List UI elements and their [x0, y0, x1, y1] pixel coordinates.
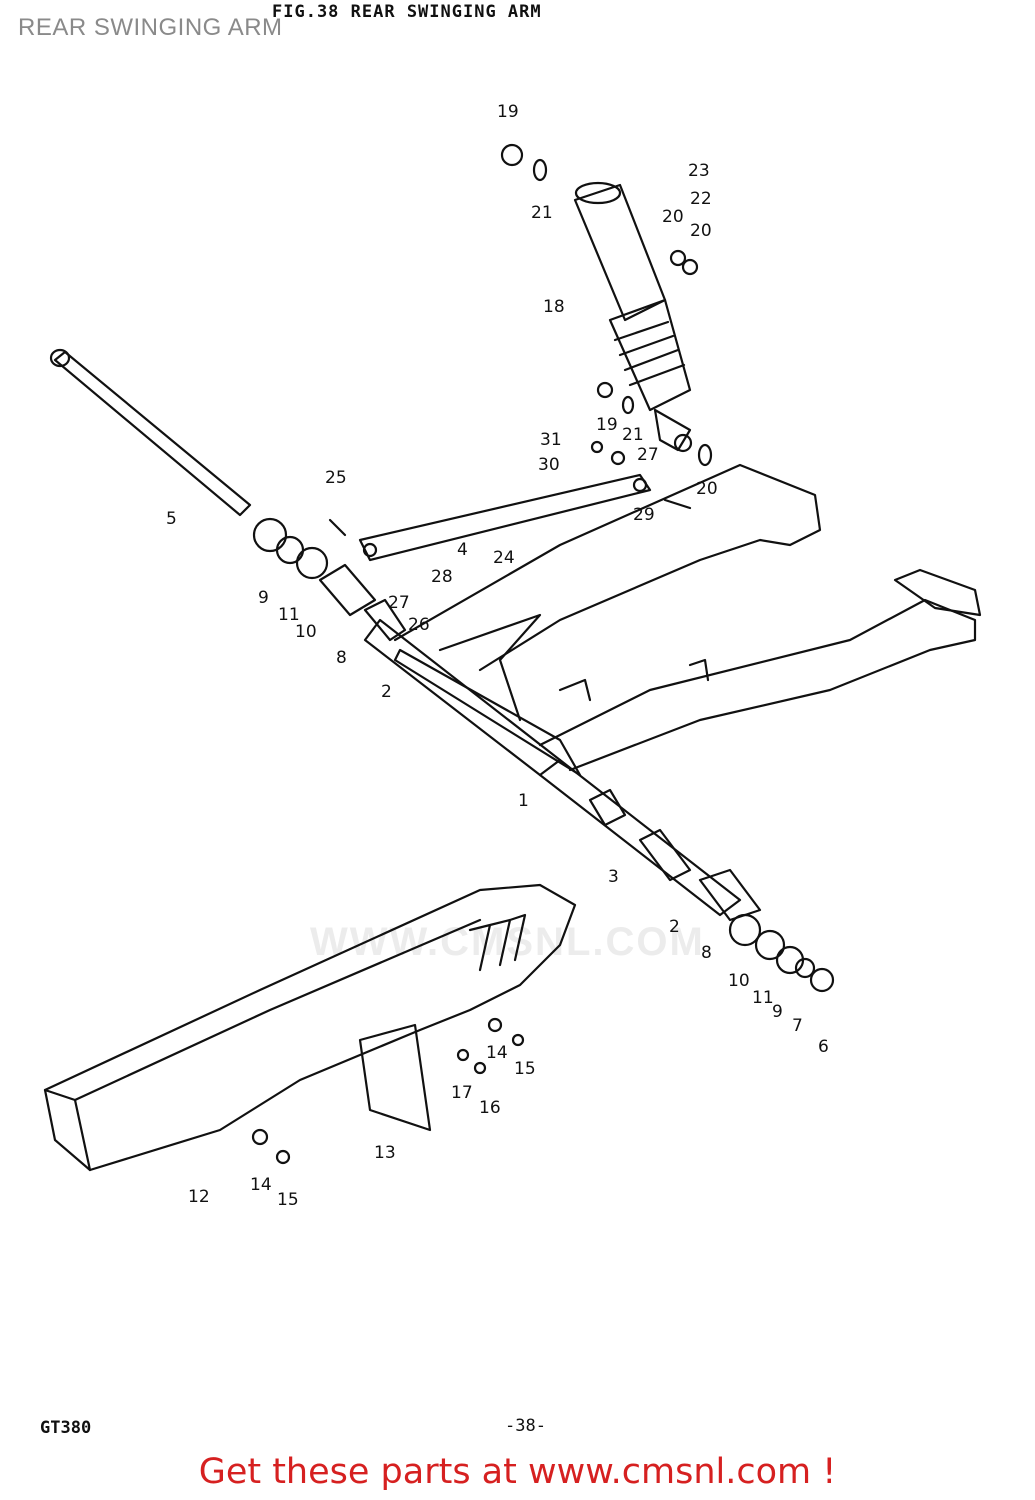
page-number: -38- — [505, 1416, 546, 1436]
callout-3: 3 — [608, 867, 619, 887]
torque-link — [328, 473, 652, 562]
callout-9: 9 — [258, 588, 269, 608]
callout-17: 17 — [451, 1083, 473, 1103]
cta-link[interactable]: Get these parts at www.cmsnl.com ! — [198, 1452, 837, 1492]
callout-8b: 8 — [701, 943, 712, 963]
callout-11: 11 — [278, 605, 300, 625]
callout-6: 6 — [818, 1037, 829, 1057]
callout-11b: 11 — [752, 988, 774, 1008]
callout-20c: 20 — [696, 479, 718, 499]
callout-10: 10 — [295, 622, 317, 642]
shock-absorber — [500, 143, 713, 510]
callout-9b: 9 — [772, 1002, 783, 1022]
callout-28: 28 — [431, 567, 453, 587]
spindle-bolt — [49, 348, 252, 517]
callout-12: 12 — [188, 1187, 210, 1207]
callout-8: 8 — [336, 648, 347, 668]
callout-19: 19 — [497, 102, 519, 122]
callout-25: 25 — [325, 468, 347, 488]
callout-20b: 20 — [690, 221, 712, 241]
callout-14: 14 — [486, 1043, 508, 1063]
callout-16: 16 — [479, 1098, 501, 1118]
callout-labels: 19 21 23 22 20 20 18 19 21 31 30 27 20 2… — [166, 102, 829, 1210]
callout-2: 2 — [381, 682, 392, 702]
callout-10b: 10 — [728, 971, 750, 991]
callout-2b: 2 — [669, 917, 680, 937]
model-label: GT380 — [40, 1418, 92, 1438]
callout-29: 29 — [633, 505, 655, 525]
callout-31: 31 — [540, 430, 562, 450]
callout-22: 22 — [690, 189, 712, 209]
callout-5: 5 — [166, 509, 177, 529]
callout-13: 13 — [374, 1143, 396, 1163]
callout-26: 26 — [408, 615, 430, 635]
chain-case — [43, 883, 577, 1172]
callout-23: 23 — [688, 161, 710, 181]
watermark: WWW.CMSNL.COM — [310, 920, 705, 964]
callout-18: 18 — [543, 297, 565, 317]
callout-14b: 14 — [250, 1175, 272, 1195]
callout-21b: 21 — [622, 425, 644, 445]
callout-20a: 20 — [662, 207, 684, 227]
callout-1: 1 — [518, 791, 529, 811]
callout-15b: 15 — [277, 1190, 299, 1210]
callout-4: 4 — [457, 540, 468, 560]
callout-27b: 27 — [388, 593, 410, 613]
callout-27: 27 — [637, 445, 659, 465]
callout-24: 24 — [493, 548, 515, 568]
pivot-tube — [252, 517, 835, 993]
page-title: REAR SWINGING ARM — [18, 14, 283, 41]
callout-7: 7 — [792, 1016, 803, 1036]
figure-title: FIG.38 REAR SWINGING ARM — [272, 2, 542, 22]
callout-21: 21 — [531, 203, 553, 223]
callout-30: 30 — [538, 455, 560, 475]
callout-19b: 19 — [596, 415, 618, 435]
callout-15: 15 — [514, 1059, 536, 1079]
